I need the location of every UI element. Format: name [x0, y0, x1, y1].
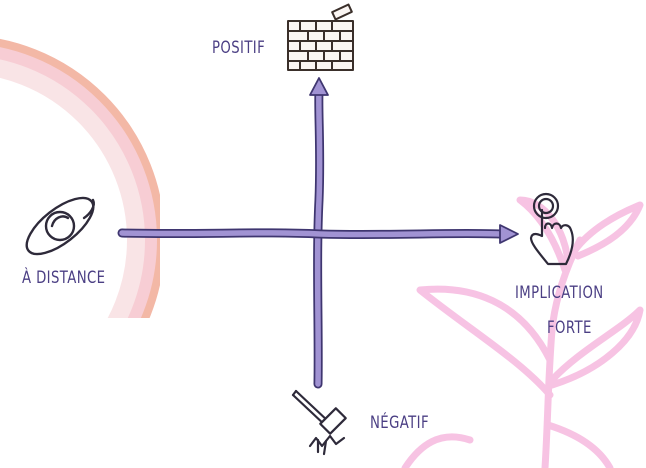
horizontal-axis-arrow — [117, 224, 519, 244]
positif-label: POSITIF — [212, 38, 266, 58]
planet-icon — [25, 196, 95, 256]
forte-label: FORTE — [547, 318, 592, 338]
brick-wall-icon — [287, 3, 354, 71]
a-distance-label: À DISTANCE — [22, 268, 106, 288]
negatif-label: NÉGATIF — [370, 413, 429, 433]
distance-arc-decoration — [0, 39, 160, 318]
vertical-axis-arrow — [309, 77, 329, 389]
finger-tap-icon — [529, 192, 574, 266]
sprout-plant-icon — [401, 196, 644, 468]
hammer-icon — [291, 389, 347, 456]
implication-label: IMPLICATION — [515, 283, 604, 303]
